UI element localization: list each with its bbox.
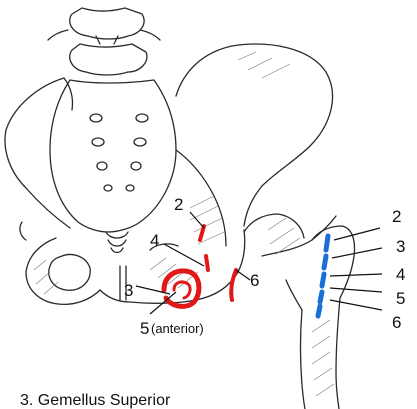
femoral-shaft-left — [301, 310, 306, 409]
label-pelvis-6: 6 — [250, 271, 259, 290]
label-femur-3: 3 — [396, 237, 405, 256]
attachment-pelvis-4 — [206, 256, 208, 270]
figure-caption: 3. Gemellus Superior — [20, 392, 170, 409]
attachment-femur-2 — [326, 236, 328, 250]
lumbar-vertebra-1 — [70, 8, 144, 39]
leader-femur-4 — [330, 274, 382, 276]
label-pelvis-2: 2 — [174, 195, 183, 214]
label-pelvis-5: 5 — [140, 319, 149, 338]
attachment-pelvis-3-outer — [164, 271, 199, 306]
sacral-foramen — [134, 138, 146, 146]
sacral-foramen — [131, 162, 141, 170]
leader-femur-5 — [330, 288, 382, 292]
sacral-foramen — [104, 185, 112, 191]
lesser-trochanter — [286, 280, 302, 310]
attachment-femur-3 — [324, 256, 326, 268]
label-femur-6: 6 — [392, 313, 401, 332]
leader-pelvis-4 — [164, 244, 204, 266]
label-femur-2: 2 — [392, 207, 401, 226]
femoral-shaft-right — [336, 298, 340, 409]
label-pelvis-3: 3 — [124, 281, 133, 300]
lumbar-vertebra-2 — [70, 44, 147, 75]
label-pelvis-4: 4 — [150, 231, 159, 250]
right-iliac-wing — [176, 44, 333, 226]
coccyx — [106, 232, 128, 253]
leader-femur-2 — [334, 228, 380, 240]
sacral-foramen — [92, 138, 104, 146]
sacral-foramen — [97, 162, 107, 170]
sacrum — [50, 80, 176, 232]
ischium — [26, 238, 100, 304]
attachment-femur-6 — [318, 306, 320, 316]
label-pelvis-5-anterior: (anterior) — [151, 321, 204, 336]
leader-femur-6 — [330, 300, 382, 310]
attachment-femur-4 — [322, 274, 324, 286]
attachment-femur-5 — [320, 292, 322, 302]
leader-pelvis-2 — [190, 212, 204, 228]
label-femur-5: 5 — [396, 289, 405, 308]
left-iliac-wing — [5, 78, 70, 228]
attachment-pelvis-6 — [231, 270, 236, 300]
sacral-foramen — [126, 185, 134, 191]
leader-femur-3 — [332, 248, 382, 258]
leader-pelvis-6 — [236, 270, 250, 280]
sacral-foramen — [136, 114, 148, 122]
label-femur-4: 4 — [396, 265, 405, 284]
sacral-foramen — [90, 114, 102, 122]
